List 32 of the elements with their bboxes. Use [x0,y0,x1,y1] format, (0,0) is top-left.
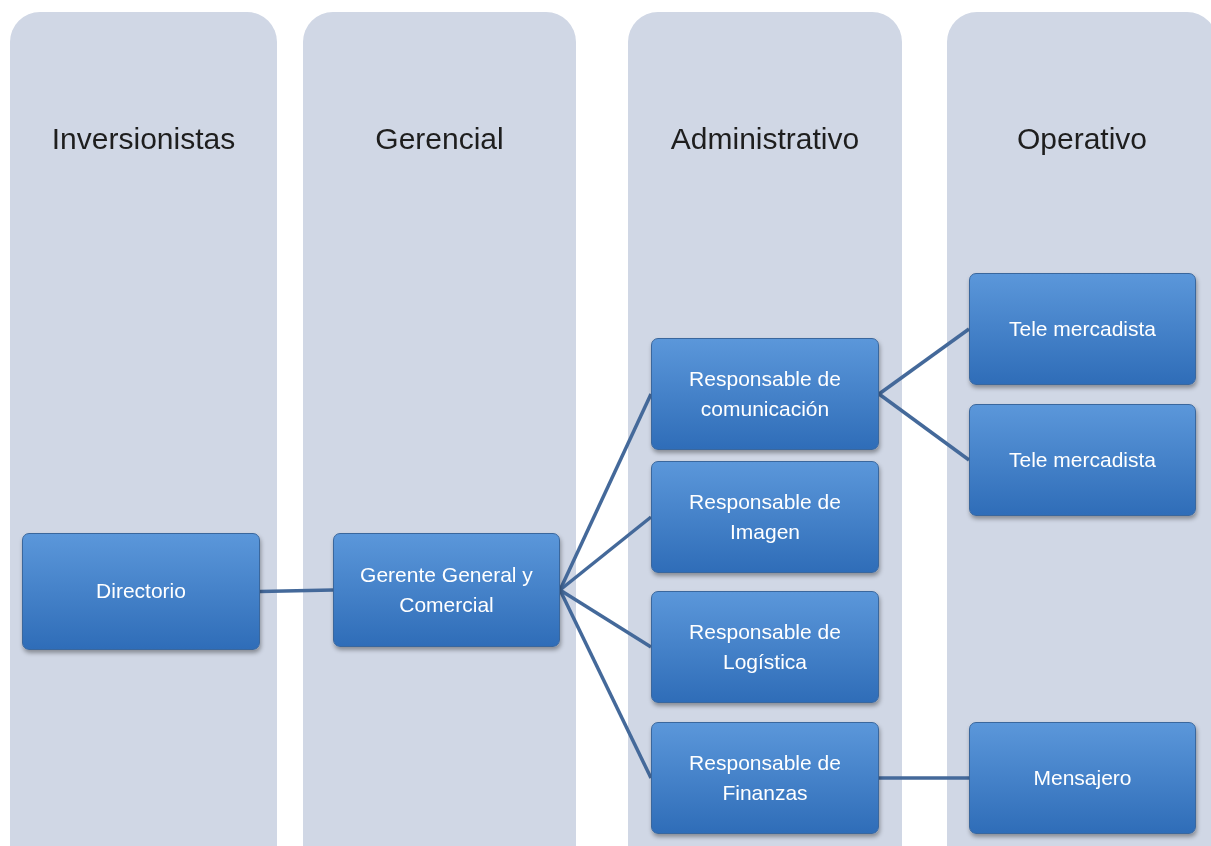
connector-line [259,588,334,594]
column-band [10,12,277,846]
role-box [969,273,1196,385]
role-label: Mensajero [1033,764,1132,791]
role-label: Tele mercadista [1008,446,1157,473]
column-band [947,12,1211,846]
role-box [22,533,260,650]
connector-line [559,588,652,649]
role-label: Responsable de Logística [688,618,842,675]
role-label: Responsable de Finanzas [688,749,842,806]
role-label: Tele mercadista [1008,315,1157,342]
column-title: Inversionistas [50,122,237,156]
role-box [651,591,879,703]
role-label: Responsable de Imagen [688,488,842,545]
connector-line [877,392,971,462]
role-label: Gerente General y Comercial [359,561,534,618]
role-label: Directorio [96,578,186,605]
column-title: Administrativo [669,122,861,156]
role-box [969,722,1196,834]
column-title: Operativo [1015,122,1149,156]
role-box [651,461,879,573]
column-title: Gerencial [374,122,505,156]
connector-line [558,589,653,779]
column-band [303,12,576,846]
connector-line [877,327,971,396]
connector-line [879,776,969,780]
role-box [969,404,1196,516]
role-label: Responsable de comunicación [688,365,842,422]
role-box [651,338,879,450]
role-box [651,722,879,834]
role-box [333,533,560,647]
column-band [628,12,902,846]
